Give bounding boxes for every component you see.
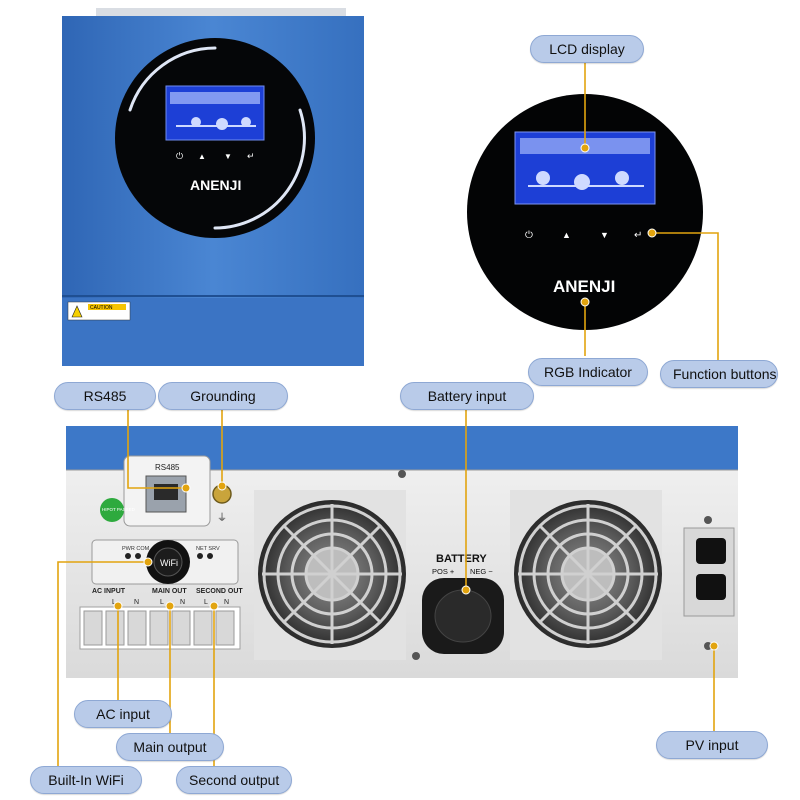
ac-input-text: AC INPUT — [92, 588, 126, 595]
up-arrow-icon: ▲ — [562, 230, 571, 240]
front-view: ⏻ ▲ ▼ ↵ ANENJI CAUTION — [62, 8, 364, 366]
zoomed-brand-logo: ANENJI — [553, 277, 615, 296]
down-arrow-icon: ▼ — [224, 152, 232, 161]
callout-pv-input: PV input — [656, 731, 768, 759]
pv-connector-positive — [696, 538, 726, 564]
callout-lcd-display: LCD display — [530, 35, 644, 63]
rgb-ring-left — [128, 46, 217, 112]
callout-second-output: Second output — [176, 766, 292, 794]
enter-icon: ↵ — [247, 151, 255, 161]
rs485-port-label: RS485 — [155, 463, 180, 472]
net-srv-text: NET SRV — [196, 546, 220, 552]
second-l: L — [204, 599, 208, 606]
callout-rs485: RS485 — [54, 382, 156, 410]
main-n: N — [180, 599, 185, 606]
callout-rgb-indicator: RGB Indicator — [528, 358, 648, 386]
caution-text: CAUTION — [90, 305, 113, 311]
ground-icon: ⏚ — [217, 512, 227, 524]
power-icon: ⏻ — [525, 230, 533, 241]
battery-pos-text: POS + — [432, 567, 455, 576]
wifi-icon: WiFi — [160, 558, 178, 568]
rear-view: RS485 ⏚ HIPOT PASSED PWR COM NET SRV WiF… — [66, 426, 738, 678]
battery-neg-text: NEG − — [470, 567, 493, 576]
fan-icon — [510, 490, 662, 660]
main-out-text: MAIN OUT — [152, 588, 187, 595]
leader-dots — [113, 143, 719, 651]
second-n: N — [224, 599, 229, 606]
up-arrow-icon: ▲ — [198, 152, 206, 161]
hipot-sticker — [100, 498, 124, 522]
callout-battery-input: Battery input — [400, 382, 534, 410]
callout-function-buttons: Function buttons — [660, 360, 778, 388]
front-function-buttons: ⏻ ▲ ▼ ↵ — [176, 151, 255, 161]
callout-built-in-wifi: Built-In WiFi — [30, 766, 142, 794]
ac-l: L — [112, 599, 116, 606]
pv-connector-negative — [696, 574, 726, 600]
rgb-ring-right — [213, 108, 306, 230]
main-l: L — [160, 599, 164, 606]
power-icon: ⏻ — [176, 151, 183, 161]
zoomed-control-panel: ⏻ ▲ ▼ ↵ ANENJI — [467, 94, 703, 330]
pwr-com-text: PWR COM — [122, 546, 150, 552]
warning-icon — [71, 305, 83, 318]
callout-grounding: Grounding — [158, 382, 288, 410]
hipot-text: HIPOT PASSED — [102, 507, 136, 512]
enter-icon: ↵ — [634, 230, 642, 241]
callout-main-output: Main output — [116, 733, 224, 761]
second-out-text: SECOND OUT — [196, 588, 243, 595]
ac-n: N — [134, 599, 139, 606]
battery-text: BATTERY — [436, 553, 487, 565]
fan-icon — [254, 490, 406, 660]
callout-ac-input: AC input — [74, 700, 172, 728]
down-arrow-icon: ▼ — [600, 230, 609, 240]
leader-lines — [57, 62, 719, 770]
front-brand-logo: ANENJI — [190, 177, 241, 193]
zoomed-function-buttons: ⏻ ▲ ▼ ↵ — [525, 230, 642, 241]
